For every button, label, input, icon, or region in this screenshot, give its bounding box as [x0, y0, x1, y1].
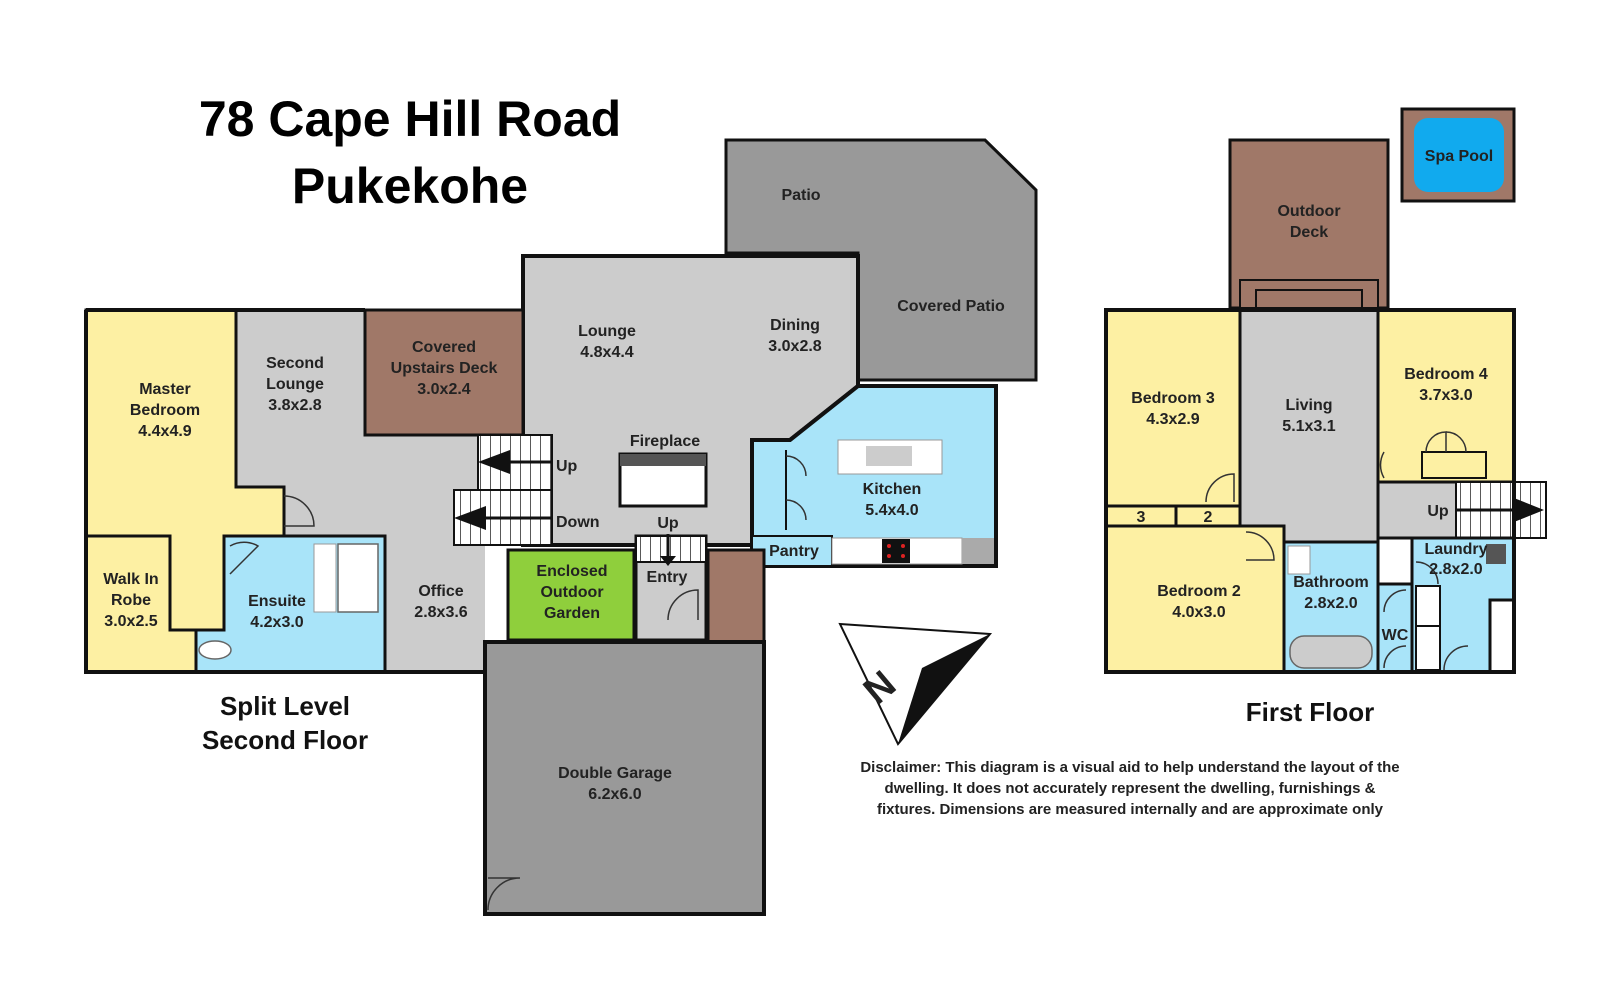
bathroom-label: Bathroom — [1293, 574, 1369, 591]
kitchen-area — [750, 384, 998, 568]
entry-label: Entry — [647, 569, 688, 586]
cooktop-icon — [882, 539, 910, 563]
covered-upstairs-deck-area — [363, 308, 525, 437]
walk-in-robe-dim: 3.0x2.5 — [104, 613, 157, 630]
spa-pool-label: Spa Pool — [1425, 148, 1493, 165]
laundry-label: Laundry — [1424, 541, 1487, 558]
bedroom-2-dim: 4.0x3.0 — [1172, 604, 1225, 621]
spa-pool-area — [1414, 118, 1504, 192]
outdoor-deck-label-2: Deck — [1290, 224, 1328, 241]
bedroom-2-label: Bedroom 2 — [1157, 583, 1241, 600]
kitchen-label: Kitchen — [863, 481, 922, 498]
covered-upstairs-deck-dim: 3.0x2.4 — [417, 381, 470, 398]
ensuite-label: Ensuite — [248, 593, 306, 610]
pantry-label: Pantry — [769, 543, 819, 560]
enclosed-outdoor-garden-label: Enclosed — [536, 563, 607, 580]
stairs-up-entry-label: Up — [657, 515, 679, 532]
office-label: Office — [418, 583, 463, 600]
master-bedroom-label-2: Bedroom — [130, 402, 200, 419]
patio-label: Patio — [781, 187, 820, 204]
double-garage-area — [483, 640, 766, 916]
walk-in-robe-label: Walk In — [103, 571, 158, 588]
disclaimer-text: Disclaimer: This diagram is a visual aid… — [800, 757, 1460, 820]
toilet-icon — [198, 640, 232, 660]
ensuite-dim: 4.2x3.0 — [250, 614, 303, 631]
bedroom-4-label: Bedroom 4 — [1404, 366, 1488, 383]
dining-dim: 3.0x2.8 — [768, 338, 821, 355]
wc-label: WC — [1382, 627, 1409, 644]
bedroom-3-dim: 4.3x2.9 — [1146, 411, 1199, 428]
master-bedroom-dim: 4.4x4.9 — [138, 423, 191, 440]
second-floor-label-line1: Split Level — [219, 691, 351, 721]
arrow-left-icon — [478, 450, 510, 474]
fireplace-label: Fireplace — [630, 433, 700, 450]
kitchen-dim: 5.4x4.0 — [865, 502, 918, 519]
disclaimer-line2: dwelling. It does not accurately represe… — [884, 780, 1376, 797]
enclosed-outdoor-garden-label-2: Outdoor — [540, 584, 603, 601]
covered-upstairs-deck-label: Covered — [412, 339, 476, 356]
bedroom-4-dim: 3.7x3.0 — [1419, 387, 1472, 404]
dining-label: Dining — [770, 317, 820, 334]
lounge-label: Lounge — [578, 323, 636, 340]
master-bedroom-label: Master — [139, 381, 191, 398]
second-floor-label-line2: Second Floor — [201, 724, 369, 755]
enclosed-outdoor-garden-area — [506, 548, 636, 642]
closet-2-label: 2 — [1204, 509, 1213, 526]
property-title-line2: Pukekohe — [291, 158, 529, 214]
bathtub-icon — [1289, 635, 1373, 669]
closet-3-label: 3 — [1137, 509, 1146, 526]
first-floor-label: First Floor — [1245, 697, 1375, 727]
covered-upstairs-deck-label-2: Upstairs Deck — [391, 360, 498, 377]
disclaimer-line1: Disclaimer: This diagram is a visual aid… — [860, 759, 1400, 776]
bedroom-3-area — [1104, 308, 1242, 508]
lounge-dim: 4.8x4.4 — [580, 344, 633, 361]
stairs-down-left-label: Down — [556, 514, 600, 531]
outdoor-deck-label: Outdoor — [1277, 203, 1340, 220]
north-compass-icon: N — [838, 622, 993, 746]
arrow-right-icon — [1514, 498, 1544, 522]
second-lounge-dim: 3.8x2.8 — [268, 397, 321, 414]
bathroom-dim: 2.8x2.0 — [1304, 595, 1357, 612]
arrow-left-icon — [454, 506, 486, 530]
wc-area — [1376, 582, 1414, 674]
laundry-dim: 2.8x2.0 — [1429, 561, 1482, 578]
first-floor-living-area — [1238, 308, 1380, 556]
side-deck-area — [706, 548, 766, 644]
stairs-up-first-label: Up — [1427, 503, 1449, 520]
second-lounge-label-2: Lounge — [266, 376, 324, 393]
double-garage-label: Double Garage — [558, 765, 672, 782]
arrow-down-icon — [660, 556, 676, 566]
enclosed-outdoor-garden-label-3: Garden — [544, 605, 600, 622]
second-floor-label: Split Level Second Floor — [160, 690, 410, 758]
disclaimer-line3: fixtures. Dimensions are measured intern… — [876, 801, 1383, 818]
office-dim: 2.8x3.6 — [414, 604, 467, 621]
bedroom-2-area — [1104, 524, 1286, 674]
stairs-up-left-label: Up — [556, 458, 578, 475]
covered-patio-label: Covered Patio — [897, 298, 1005, 315]
property-title-line1: 78 Cape Hill Road — [198, 91, 622, 147]
first-floor-living-label: Living — [1285, 397, 1332, 414]
double-garage-dim: 6.2x6.0 — [588, 786, 641, 803]
second-lounge-label: Second — [266, 355, 324, 372]
bedroom-3-label: Bedroom 3 — [1131, 390, 1215, 407]
first-floor-living-dim: 5.1x3.1 — [1282, 418, 1335, 435]
walk-in-robe-label-2: Robe — [111, 592, 151, 609]
patio-area — [724, 138, 1038, 382]
